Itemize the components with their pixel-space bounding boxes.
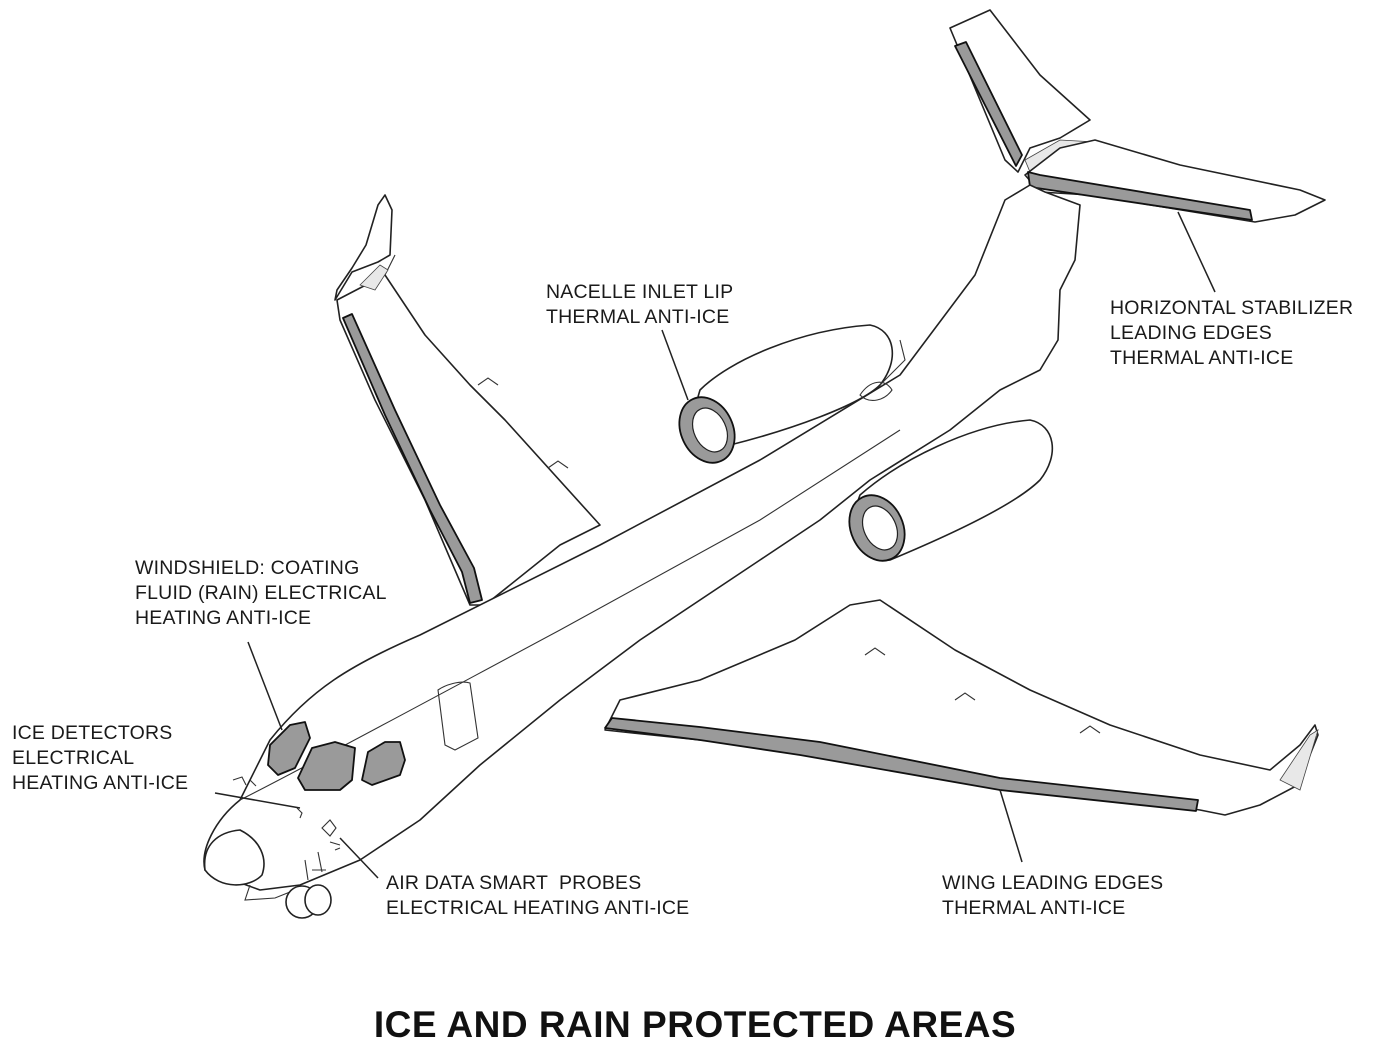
right-wing-leading-edge [604,717,1199,812]
windshield-pane-left [267,721,311,776]
right-wing [604,599,1319,816]
windshield-pane-right [361,741,406,786]
leader-nacelle [661,329,689,401]
leader-ice-detectors [214,792,301,809]
vertical-tail-leading-edge [954,41,1023,167]
callout-ice-detectors-line2: ELECTRICAL [12,747,135,769]
leader-stabilizer [1177,211,1216,293]
lower-nacelle [848,419,1054,562]
callout-windshield-line1: WINDSHIELD: COATING [135,557,360,579]
leader-windshield [247,641,283,731]
callout-stabilizer-line3: THERMAL ANTI-ICE [1110,347,1294,369]
callout-stabilizer-line2: LEADING EDGES [1110,322,1272,344]
callout-ice-detectors-line3: HEATING ANTI-ICE [12,772,189,794]
left-wing-leading-edge [342,313,483,604]
leader-wing [999,789,1023,863]
callout-wing: WING LEADING EDGES THERMAL ANTI-ICE [942,871,1163,921]
callout-stabilizer: HORIZONTAL STABILIZER LEADING EDGES THER… [1110,296,1353,371]
callout-air-data-line2: ELECTRICAL HEATING ANTI-ICE [386,897,690,919]
leader-air-data [339,837,379,879]
callout-stabilizer-line1: HORIZONTAL STABILIZER [1110,297,1354,319]
upper-nacelle [678,324,906,464]
callout-windshield: WINDSHIELD: COATING FLUID (RAIN) ELECTRI… [135,556,387,631]
callout-wing-line1: WING LEADING EDGES [942,872,1164,894]
fuselage [203,184,1081,919]
callout-ice-detectors-line1: ICE DETECTORS [12,722,173,744]
callout-nacelle-line2: THERMAL ANTI-ICE [546,306,730,328]
callout-windshield-line2: FLUID (RAIN) ELECTRICAL [135,582,387,604]
windshield-pane-center [297,741,356,791]
callout-air-data-line1: AIR DATA SMART PROBES [386,872,642,894]
callout-wing-line2: THERMAL ANTI-ICE [942,897,1126,919]
callout-air-data: AIR DATA SMART PROBES ELECTRICAL HEATING… [386,871,689,921]
callout-ice-detectors: ICE DETECTORS ELECTRICAL HEATING ANTI-IC… [12,721,188,796]
callout-nacelle-line1: NACELLE INLET LIP [546,281,734,303]
callout-windshield-line3: HEATING ANTI-ICE [135,607,312,629]
callout-nacelle: NACELLE INLET LIP THERMAL ANTI-ICE [546,280,733,330]
diagram-title: ICE AND RAIN PROTECTED AREAS [373,1004,1017,1045]
leader-lines [214,211,1216,879]
left-wing [334,194,601,606]
